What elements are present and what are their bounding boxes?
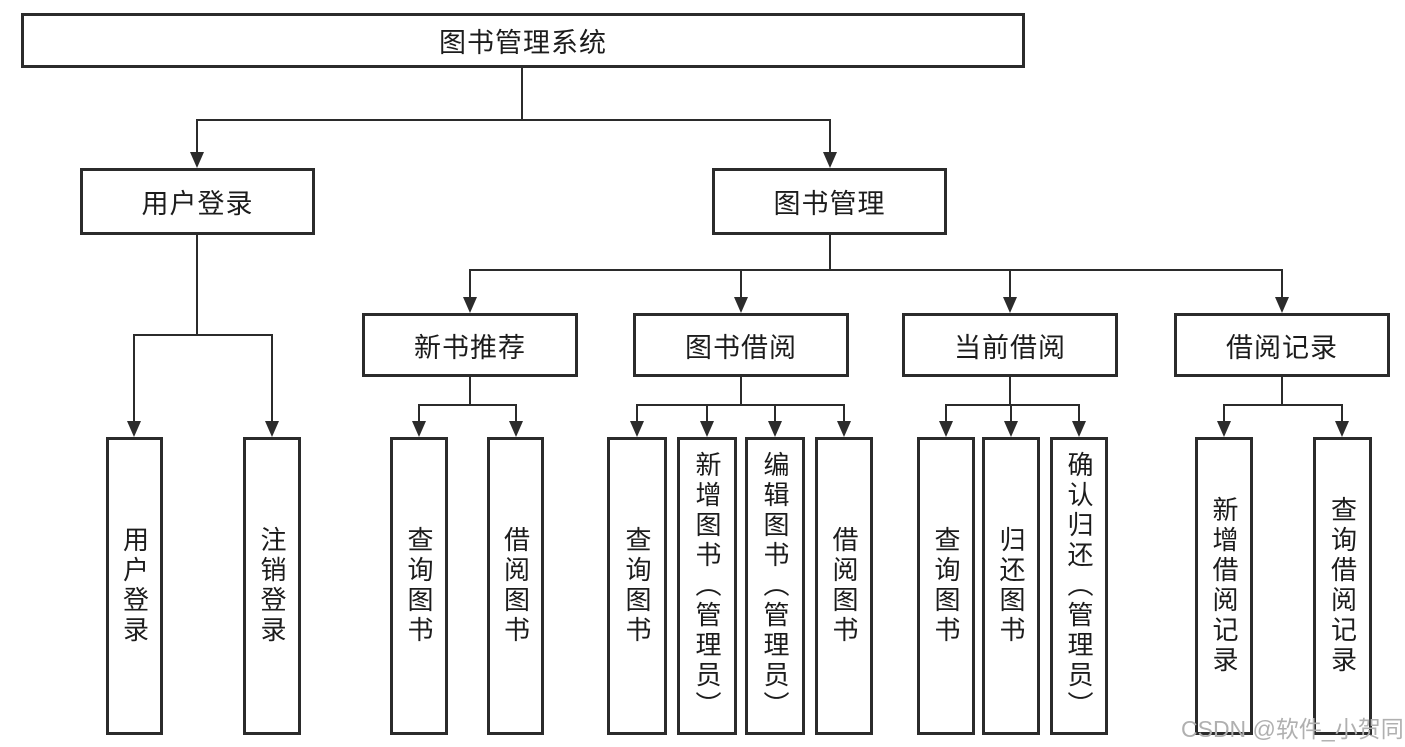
node-current-borrow-label: 当前借阅 xyxy=(954,332,1066,363)
leaf-logout-label: 注销登录 xyxy=(257,526,287,646)
leaf-add-books-admin: 新增图书（管理员） xyxy=(677,437,737,735)
leaf-borrow-books: 借阅图书 xyxy=(815,437,873,735)
leaf-return-books-label: 归还图书 xyxy=(996,526,1026,646)
node-current-borrow: 当前借阅 xyxy=(902,313,1118,377)
node-borrow-records: 借阅记录 xyxy=(1174,313,1390,377)
leaf-current-query-books: 查询图书 xyxy=(917,437,975,735)
node-root-label: 图书管理系统 xyxy=(439,28,607,58)
leaf-query-borrow-record-label: 查询借阅记录 xyxy=(1327,496,1358,676)
connector-current-to-leaves xyxy=(939,377,1086,437)
leaf-confirm-return-admin-label: 确认归还（管理员） xyxy=(1064,451,1094,721)
leaf-edit-books-admin-label: 编辑图书（管理员） xyxy=(760,451,790,721)
node-root: 图书管理系统 xyxy=(21,13,1025,68)
node-book-management-label: 图书管理 xyxy=(773,189,886,219)
connector-user-login-to-leaves xyxy=(127,235,279,437)
node-new-book-recommend-label: 新书推荐 xyxy=(414,332,526,363)
leaf-query-borrow-record: 查询借阅记录 xyxy=(1313,437,1372,735)
node-new-book-recommend: 新书推荐 xyxy=(362,313,578,377)
connector-book-mgmt-to-level3 xyxy=(463,235,1289,313)
connector-recommend-to-leaves xyxy=(412,377,523,437)
node-borrow-records-label: 借阅记录 xyxy=(1226,332,1338,363)
node-user-login-label: 用户登录 xyxy=(141,189,254,219)
leaf-current-query-books-label: 查询图书 xyxy=(931,526,961,646)
leaf-add-borrow-record: 新增借阅记录 xyxy=(1195,437,1253,735)
leaf-add-books-admin-label: 新增图书（管理员） xyxy=(692,451,722,721)
leaf-borrow-books-label: 借阅图书 xyxy=(829,526,859,646)
leaf-borrow-query-books: 查询图书 xyxy=(607,437,667,735)
leaf-borrow-query-books-label: 查询图书 xyxy=(622,526,652,646)
leaf-recommend-borrow-books: 借阅图书 xyxy=(487,437,544,735)
leaf-confirm-return-admin: 确认归还（管理员） xyxy=(1050,437,1108,735)
node-book-borrow-label: 图书借阅 xyxy=(685,332,797,363)
leaf-add-borrow-record-label: 新增借阅记录 xyxy=(1209,496,1239,676)
connector-borrow-to-leaves xyxy=(630,377,851,437)
node-book-management: 图书管理 xyxy=(712,168,947,235)
leaf-user-login-label: 用户登录 xyxy=(119,526,150,646)
leaf-user-login: 用户登录 xyxy=(106,437,163,735)
leaf-recommend-query-books: 查询图书 xyxy=(390,437,448,735)
csdn-watermark: CSDN @软件_小贺同学 xyxy=(1181,716,1405,742)
leaf-logout: 注销登录 xyxy=(243,437,301,735)
connector-root-to-level2 xyxy=(190,68,837,168)
leaf-return-books: 归还图书 xyxy=(982,437,1040,735)
leaf-edit-books-admin: 编辑图书（管理员） xyxy=(745,437,805,735)
node-user-login: 用户登录 xyxy=(80,168,315,235)
leaf-recommend-borrow-books-label: 借阅图书 xyxy=(500,526,531,646)
node-book-borrow: 图书借阅 xyxy=(633,313,849,377)
connector-records-to-leaves xyxy=(1217,377,1349,437)
leaf-recommend-query-books-label: 查询图书 xyxy=(404,526,434,646)
